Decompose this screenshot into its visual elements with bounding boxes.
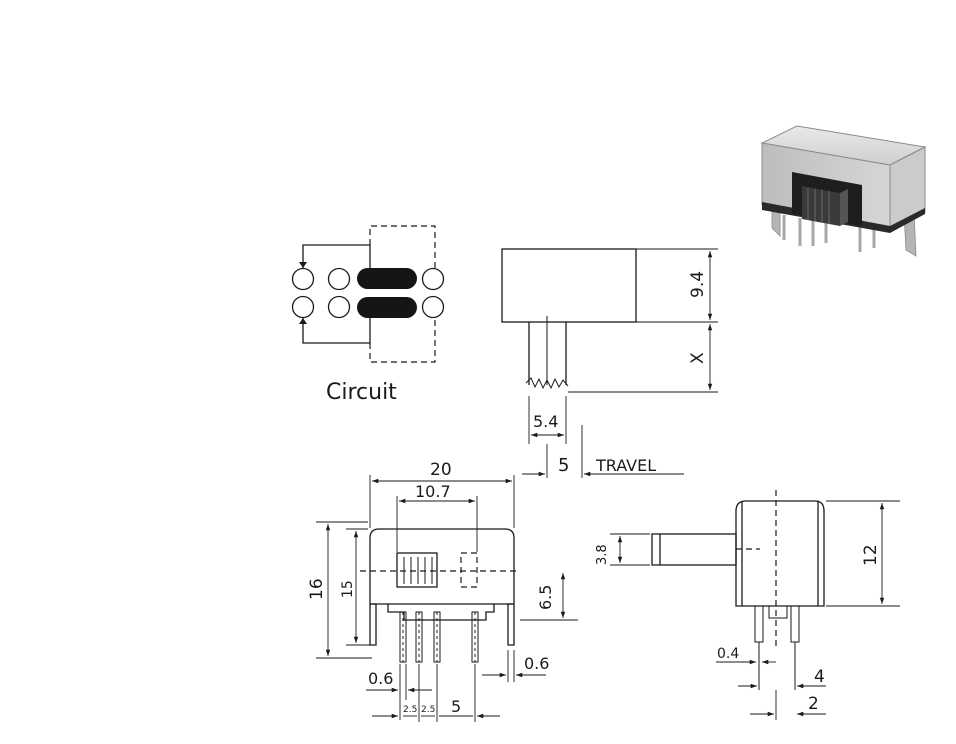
side-body	[501, 248, 637, 323]
front-body-height-label: 15	[340, 580, 356, 598]
end-view: 3.8 12 0.4 4 2	[595, 490, 900, 720]
end-row-spacing-label: 4	[814, 667, 825, 687]
end-body	[735, 500, 825, 607]
contact-bar	[357, 268, 417, 289]
terminal	[327, 295, 351, 319]
front-pin-span-label: 5	[451, 697, 461, 716]
front-tab-thickness-label: 0.6	[524, 654, 549, 673]
end-actuator	[651, 533, 737, 566]
travel-label: TRAVEL	[595, 456, 656, 475]
end-body-height-label: 12	[861, 544, 881, 566]
front-body	[369, 528, 515, 604]
terminal	[291, 295, 315, 319]
end-pin-offset-label: 2	[808, 694, 819, 714]
circuit-caption: Circuit	[326, 380, 397, 405]
front-view: 20 10.7 16 15 6.5 0.6 0.6	[307, 460, 578, 722]
terminal	[421, 267, 445, 291]
side-view: 9.4 X 5.4 5 TRAVEL	[501, 248, 718, 478]
end-actuator-height-label: 3.8	[595, 544, 610, 565]
front-overall-height-label: 16	[307, 578, 327, 600]
side-actuator-width-label: 5.4	[533, 412, 558, 431]
circuit-diagram: Circuit	[291, 225, 445, 405]
slide-switch-photo	[760, 125, 927, 257]
terminal	[291, 267, 315, 291]
end-pin-width-label: 0.4	[717, 646, 739, 662]
front-pin-pitch-2-label: 2.5	[421, 705, 435, 715]
contact-bar	[357, 297, 417, 318]
travel-value: 5	[558, 455, 569, 476]
front-slider	[396, 552, 438, 588]
front-overall-width-label: 20	[430, 460, 452, 480]
front-pin-thickness-label: 0.6	[368, 669, 393, 688]
side-actuator-length-label: X	[688, 352, 708, 364]
side-body-height-label: 9.4	[688, 271, 708, 298]
front-inner-width-label: 10.7	[415, 482, 451, 501]
terminal	[421, 295, 445, 319]
front-pin-pitch-1-label: 2.5	[403, 705, 417, 715]
terminal	[327, 267, 351, 291]
front-actuator-offset-label: 6.5	[536, 585, 555, 610]
